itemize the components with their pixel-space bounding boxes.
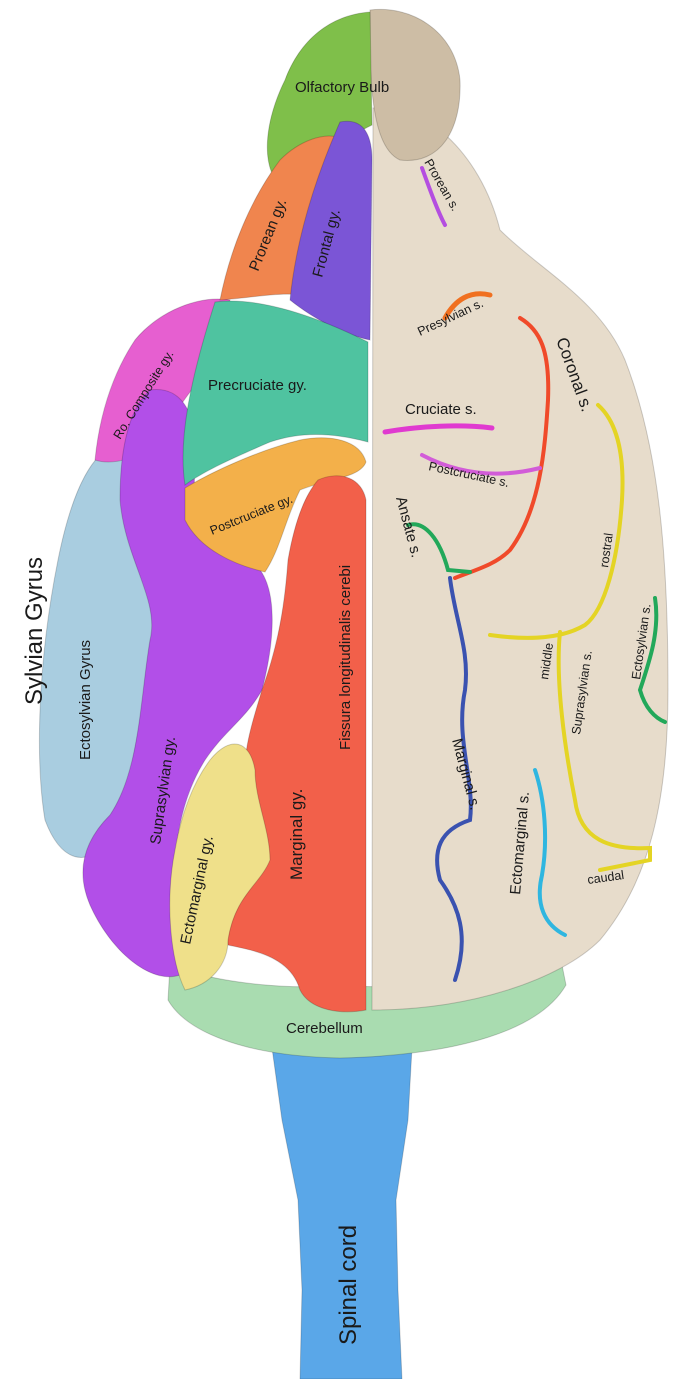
suprasylvian-sulcus-line — [488, 403, 652, 872]
middle-label: middle — [537, 642, 556, 680]
ectosylvian-gyrus-label: Ectosylvian Gyrus — [77, 640, 94, 760]
rostral-label: rostral — [597, 532, 616, 568]
presylvian-sulcus-line — [442, 291, 493, 321]
olfactory-bulb-right-region — [369, 8, 461, 161]
ectomarginal-gyrus-region — [169, 743, 271, 991]
sylvian-gyrus-label: Sylvian Gyrus — [21, 557, 48, 705]
fissura-label: Fissura longitudinalis cerebi — [337, 565, 354, 750]
cruciate-sulcus-label: Cruciate s. — [405, 401, 477, 418]
frontal-gyrus-region — [289, 120, 373, 341]
precruciate-gyrus-region — [182, 300, 369, 486]
prorean-gyrus-region — [219, 135, 341, 301]
olfactory-bulb-label: Olfactory Bulb — [295, 79, 389, 96]
ansate-sulcus-line — [406, 522, 472, 574]
cruciate-sulcus-line — [382, 423, 495, 435]
caudal-label: caudal — [586, 868, 624, 887]
ectosylvian-sulcus-line — [637, 596, 667, 724]
right-hemisphere-region — [371, 106, 669, 1011]
prorean-sulcus-line — [420, 166, 447, 227]
marginal-sulcus-line — [435, 576, 473, 982]
postcruciate-sulcus-line — [420, 453, 542, 476]
spinal-cord-region — [271, 1047, 413, 1379]
ectomarginal-sulcus-line — [533, 768, 567, 937]
marginal-gyrus-label: Marginal gy. — [287, 789, 306, 880]
precruciate-gyrus-label: Precruciate gy. — [208, 377, 307, 394]
cerebellum-label: Cerebellum — [286, 1020, 363, 1037]
spinal-cord-label: Spinal cord — [335, 1225, 362, 1345]
